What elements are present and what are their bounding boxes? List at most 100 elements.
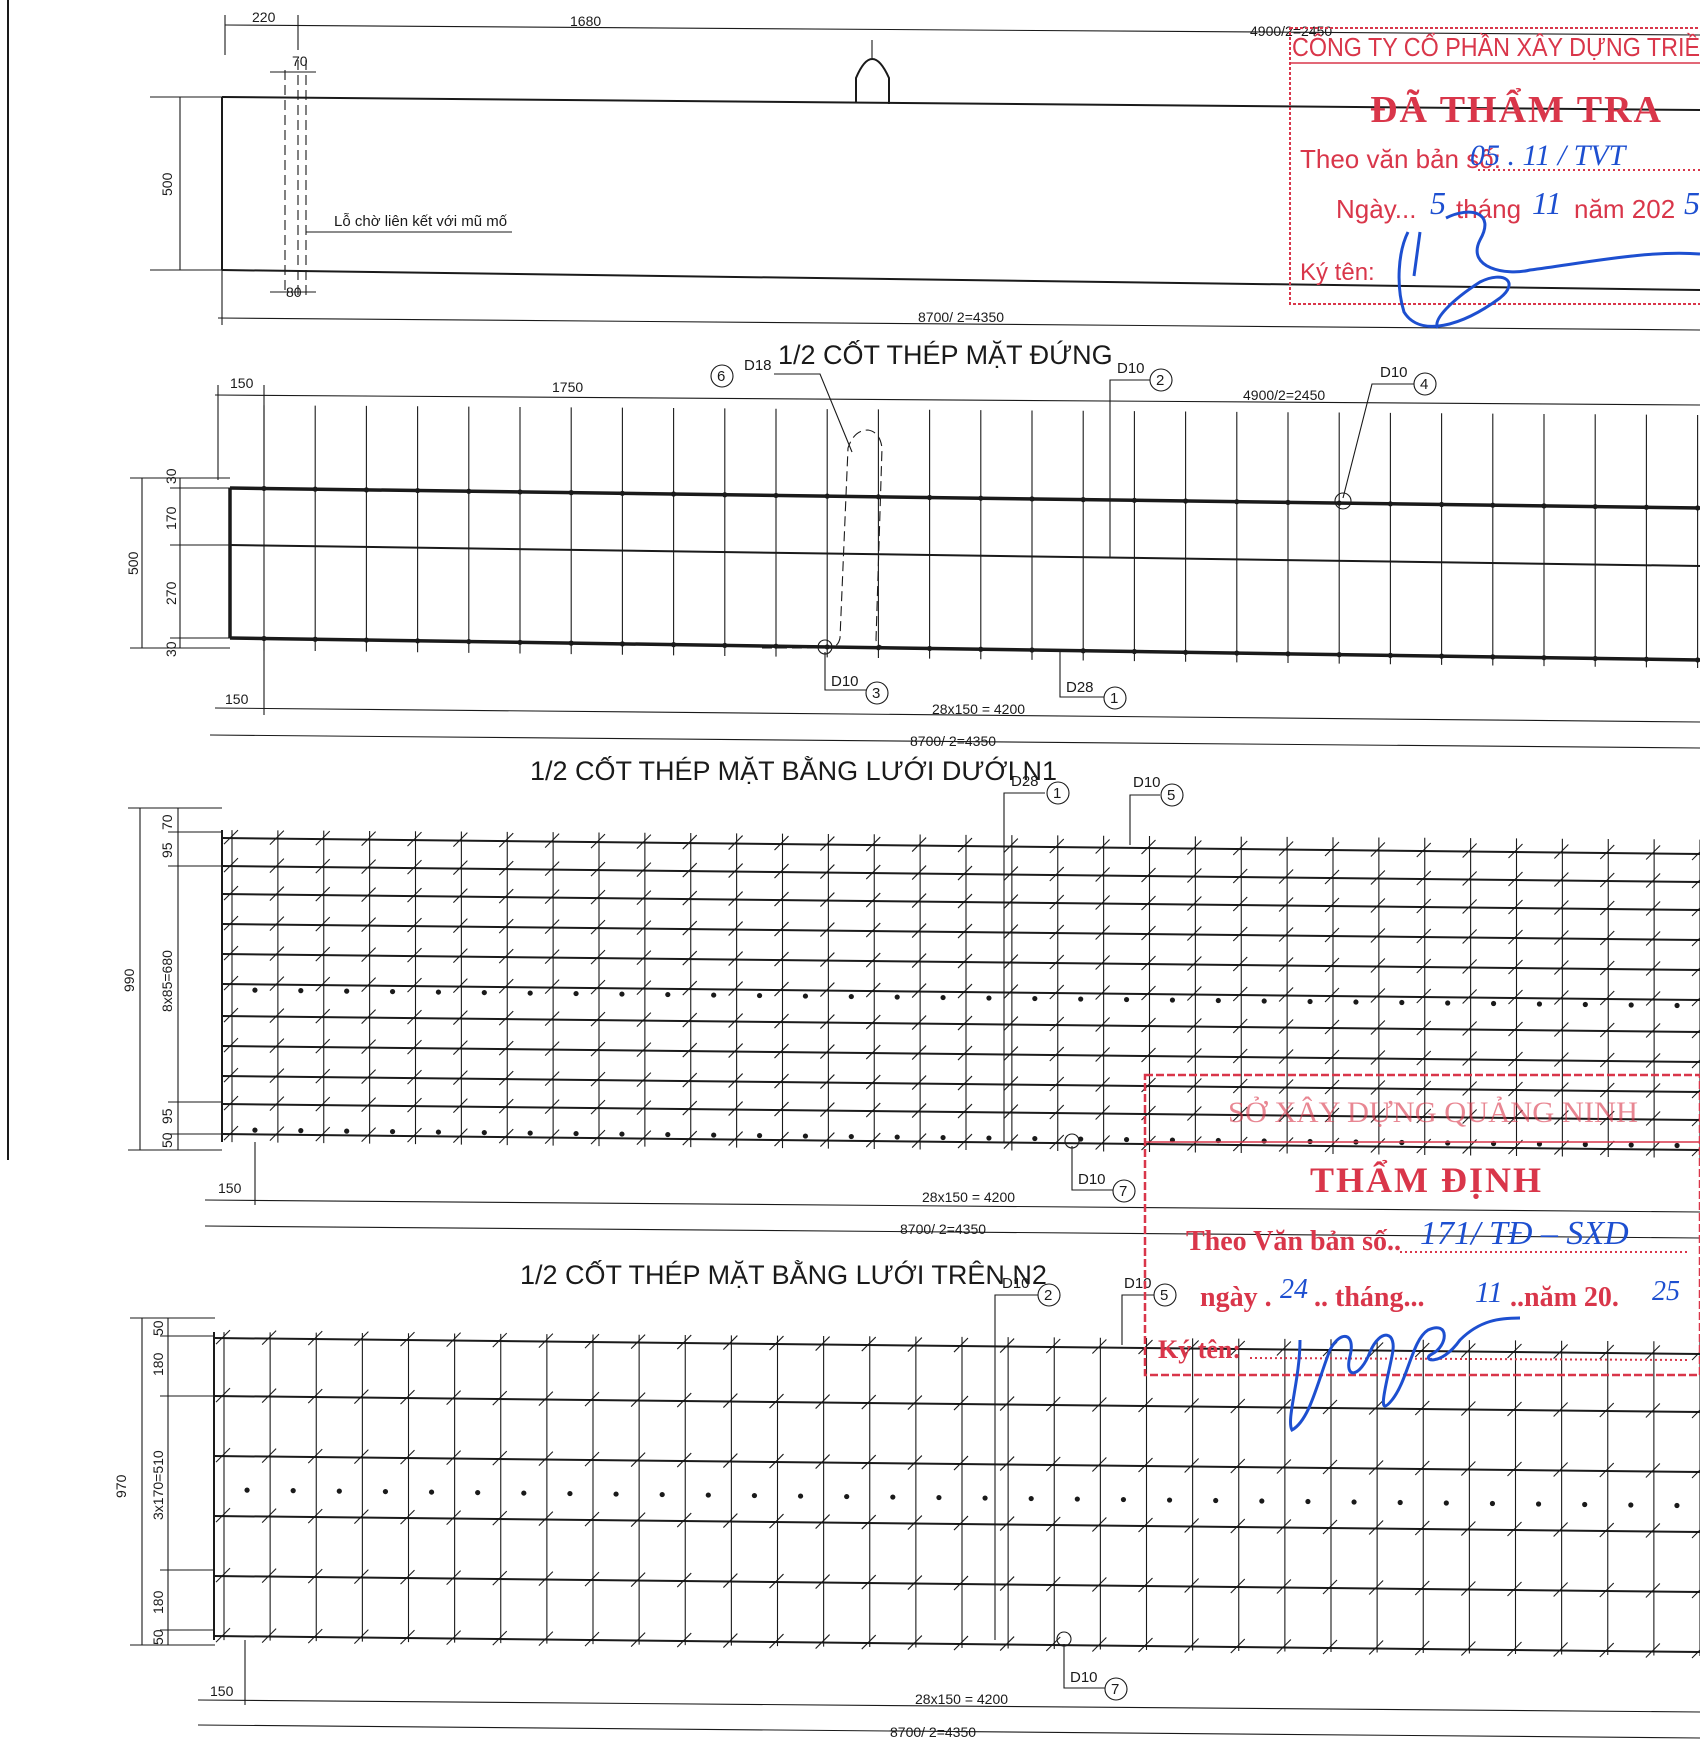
- bar-dot: [1285, 651, 1291, 657]
- tie-mark: [1232, 956, 1248, 972]
- tie-mark: [774, 835, 789, 851]
- tie-mark: [1691, 997, 1700, 1007]
- tie-mark: [1691, 879, 1700, 889]
- tie-mark: [911, 1103, 927, 1118]
- tie-mark: [1045, 1338, 1061, 1354]
- callout-d10-2: 2 D10: [994, 1275, 1061, 1640]
- tie-mark: [1691, 851, 1700, 861]
- tie-mark: [1414, 1342, 1430, 1358]
- bar-dot: [344, 1128, 350, 1134]
- tie-mark: [1507, 1641, 1522, 1657]
- bar-dot: [568, 640, 574, 646]
- tie-mark: [584, 1333, 600, 1349]
- tie-mark: [1462, 871, 1478, 886]
- stamp-heading: THẨM ĐỊNH: [1310, 1160, 1543, 1200]
- callout-d18-6: 6 D18: [710, 357, 853, 453]
- longitudinal-bar: [221, 837, 1700, 855]
- tie-mark: [865, 1074, 881, 1090]
- tie-mark: [682, 980, 698, 996]
- tie-mark: [1324, 1019, 1340, 1035]
- tie-mark: [223, 1037, 239, 1053]
- tie-mark: [728, 981, 744, 996]
- tie-mark: [223, 975, 239, 991]
- callout-d10-5: 5 D10: [1129, 774, 1184, 845]
- tie-mark: [361, 917, 377, 932]
- tie-mark: [1232, 868, 1248, 884]
- tie-mark: [1553, 990, 1569, 1005]
- tie-mark: [590, 949, 606, 965]
- dim-80: 80: [286, 284, 302, 300]
- tie-mark: [361, 947, 377, 962]
- tie-mark: [861, 1454, 877, 1470]
- tie-mark: [1045, 1636, 1061, 1652]
- tie-mark: [774, 921, 789, 937]
- tie-mark: [1599, 900, 1615, 916]
- bar-dot: [517, 489, 523, 495]
- bar-dot: [802, 993, 809, 999]
- tie-mark: [223, 1095, 239, 1111]
- bar-dot: [567, 1490, 573, 1497]
- tie-mark: [1049, 984, 1065, 1000]
- tie-mark: [1232, 1048, 1248, 1064]
- tie-mark: [1141, 925, 1156, 941]
- dim-220: 220: [252, 9, 276, 25]
- tie-mark: [315, 976, 331, 992]
- tie-mark: [315, 858, 331, 874]
- longitudinal-bar: [221, 983, 1700, 1001]
- section-title-plan-bottom: 1/2 CỐT THÉP MẶT BẰNG LƯỚI DƯỚI N1: [530, 754, 1057, 786]
- stamp-agency: SỞ XÂY DỰNG QUẢNG NINH: [1228, 1096, 1638, 1129]
- tie-mark: [953, 1515, 969, 1531]
- dim-total: 8700/ 2=4350: [910, 733, 996, 749]
- tie-mark: [269, 1096, 285, 1111]
- tie-mark: [911, 837, 927, 852]
- tie-mark: [819, 892, 835, 907]
- tie-mark: [1370, 928, 1386, 943]
- tie-mark: [1278, 987, 1294, 1002]
- longitudinal-bar: [213, 1515, 1700, 1533]
- bar-dot: [415, 487, 421, 494]
- bar-dot: [466, 488, 472, 494]
- callout-number: 3: [872, 685, 880, 702]
- tie-mark: [590, 1071, 606, 1087]
- tie-mark: [1091, 1457, 1107, 1472]
- bar-dot: [1445, 1140, 1451, 1146]
- tie-mark: [1691, 1089, 1700, 1099]
- tie-mark: [1095, 895, 1111, 910]
- callout-number: 7: [1119, 1183, 1127, 1200]
- tie-mark: [1095, 955, 1111, 970]
- tie-mark: [1322, 1639, 1338, 1655]
- tie-mark: [865, 952, 881, 968]
- callout-d10-2: 2 D10: [1109, 360, 1173, 558]
- bar-dot: [711, 1132, 717, 1138]
- tie-mark: [1322, 1519, 1338, 1535]
- dim-95-top: 95: [159, 842, 175, 858]
- tie-mark: [1507, 1521, 1522, 1537]
- tie-mark: [676, 1632, 692, 1648]
- bar-dot: [894, 994, 900, 1000]
- tie-mark: [261, 1388, 277, 1403]
- tie-mark: [544, 1071, 560, 1086]
- tie-mark: [269, 1008, 285, 1023]
- dim-170: 170: [163, 506, 179, 530]
- tie-mark: [636, 1012, 652, 1027]
- tie-mark: [861, 1514, 877, 1530]
- tie-mark: [1276, 1341, 1292, 1356]
- tie-mark: [907, 1455, 923, 1470]
- callout-number: 6: [717, 368, 725, 385]
- stamp-doc-label: Theo văn bản số:: [1300, 144, 1501, 174]
- tie-mark: [1462, 989, 1478, 1004]
- tie-mark: [1645, 1023, 1661, 1038]
- tie-mark: [223, 1125, 239, 1141]
- dim-150-top: 150: [230, 375, 254, 391]
- bar-dot: [671, 642, 677, 648]
- tie-mark: [1691, 1649, 1700, 1659]
- tie-mark: [353, 1389, 369, 1404]
- tie-mark: [1416, 898, 1432, 914]
- dim-total: 8700/ 2=4350: [890, 1724, 976, 1740]
- longitudinal-bar: [221, 953, 1700, 971]
- tie-mark: [1645, 1403, 1661, 1418]
- tie-mark: [1368, 1520, 1384, 1535]
- tie-mark: [676, 1512, 692, 1528]
- tie-mark: [1553, 1462, 1569, 1477]
- tie-mark: [1368, 1342, 1384, 1357]
